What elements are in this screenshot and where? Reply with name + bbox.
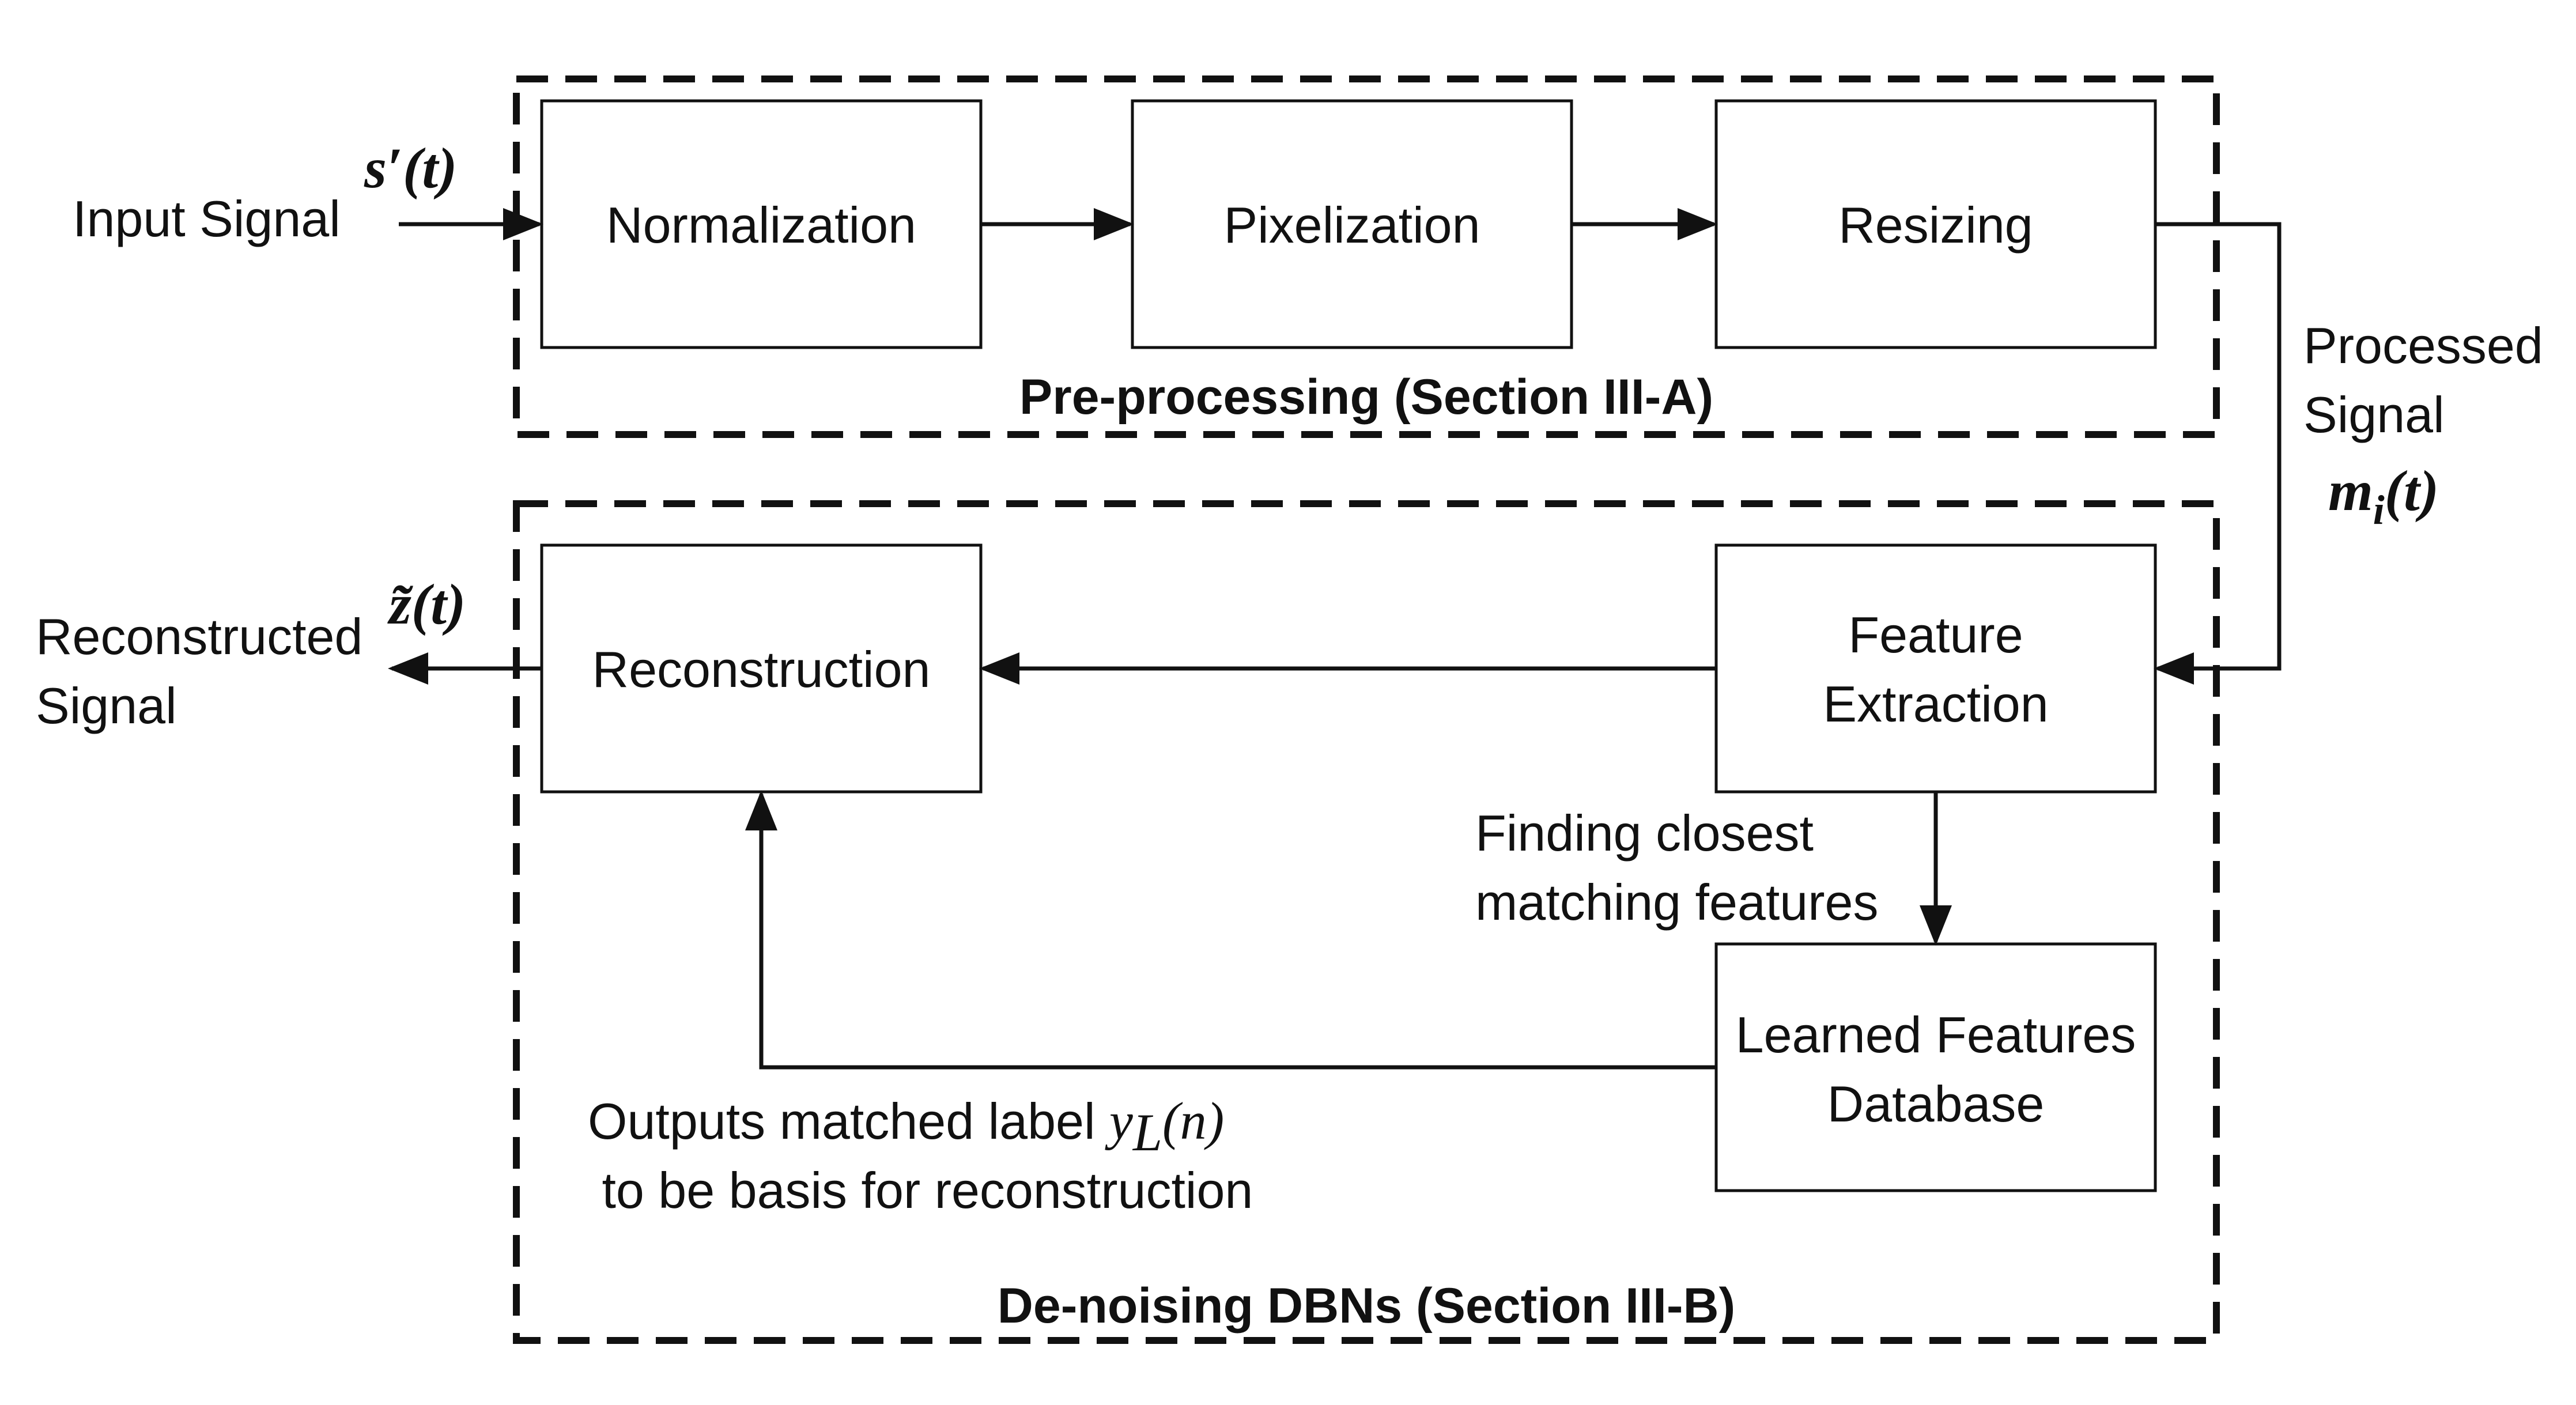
- feature-extraction-box: Feature Extraction: [1714, 543, 2157, 794]
- finding-closest-annotation-line2: matching features: [1475, 874, 1879, 931]
- finding-closest-annotation-line1: Finding closest: [1475, 805, 1814, 862]
- feature-extraction-label-line2: Extraction: [1823, 675, 2048, 732]
- processed-signal-symbol: mi(t): [2328, 459, 2439, 533]
- learned-features-label-line1: Learned Features: [1736, 1006, 2136, 1063]
- reconstructed-signal-label-line2: Signal: [36, 677, 177, 734]
- denoising-group-title: De-noising DBNs (Section III-B): [998, 1278, 1735, 1334]
- outputs-matched-annotation-line1: Outputs matched label yL(n): [588, 1091, 1224, 1162]
- arrow-database-to-reconstruction: [745, 790, 1716, 1070]
- input-signal-label: Input Signal: [73, 190, 341, 247]
- input-signal-symbol: s′(t): [364, 136, 457, 200]
- preprocessing-group: [513, 75, 2220, 438]
- resizing-label: Resizing: [1838, 197, 2033, 254]
- processed-signal-label-line2: Signal: [2303, 386, 2445, 443]
- preprocessing-group-title: Pre-processing (Section III-A): [1019, 369, 1713, 425]
- learned-features-database-box: Learned Features Database: [1714, 942, 2157, 1192]
- normalization-box: Normalization: [540, 99, 983, 349]
- pixelization-label: Pixelization: [1223, 197, 1480, 254]
- normalization-label: Normalization: [606, 197, 916, 254]
- processed-signal-label-line1: Processed: [2303, 317, 2543, 374]
- reconstruction-box: Reconstruction: [540, 543, 983, 794]
- learned-features-label-line2: Database: [1827, 1075, 2045, 1132]
- reconstructed-signal-label-line1: Reconstructed: [36, 608, 362, 665]
- reconstruction-label: Reconstruction: [592, 641, 931, 698]
- arrow-resizing-to-feature-extraction: [2154, 222, 2282, 685]
- outputs-matched-annotation-line2: to be basis for reconstruction: [588, 1162, 1253, 1219]
- reconstructed-signal-symbol: z̃(t): [387, 572, 466, 636]
- denoising-group: [513, 500, 2220, 1344]
- feature-extraction-label-line1: Feature: [1848, 606, 2023, 663]
- pixelization-box: Pixelization: [1131, 99, 1573, 349]
- resizing-box: Resizing: [1714, 99, 2157, 349]
